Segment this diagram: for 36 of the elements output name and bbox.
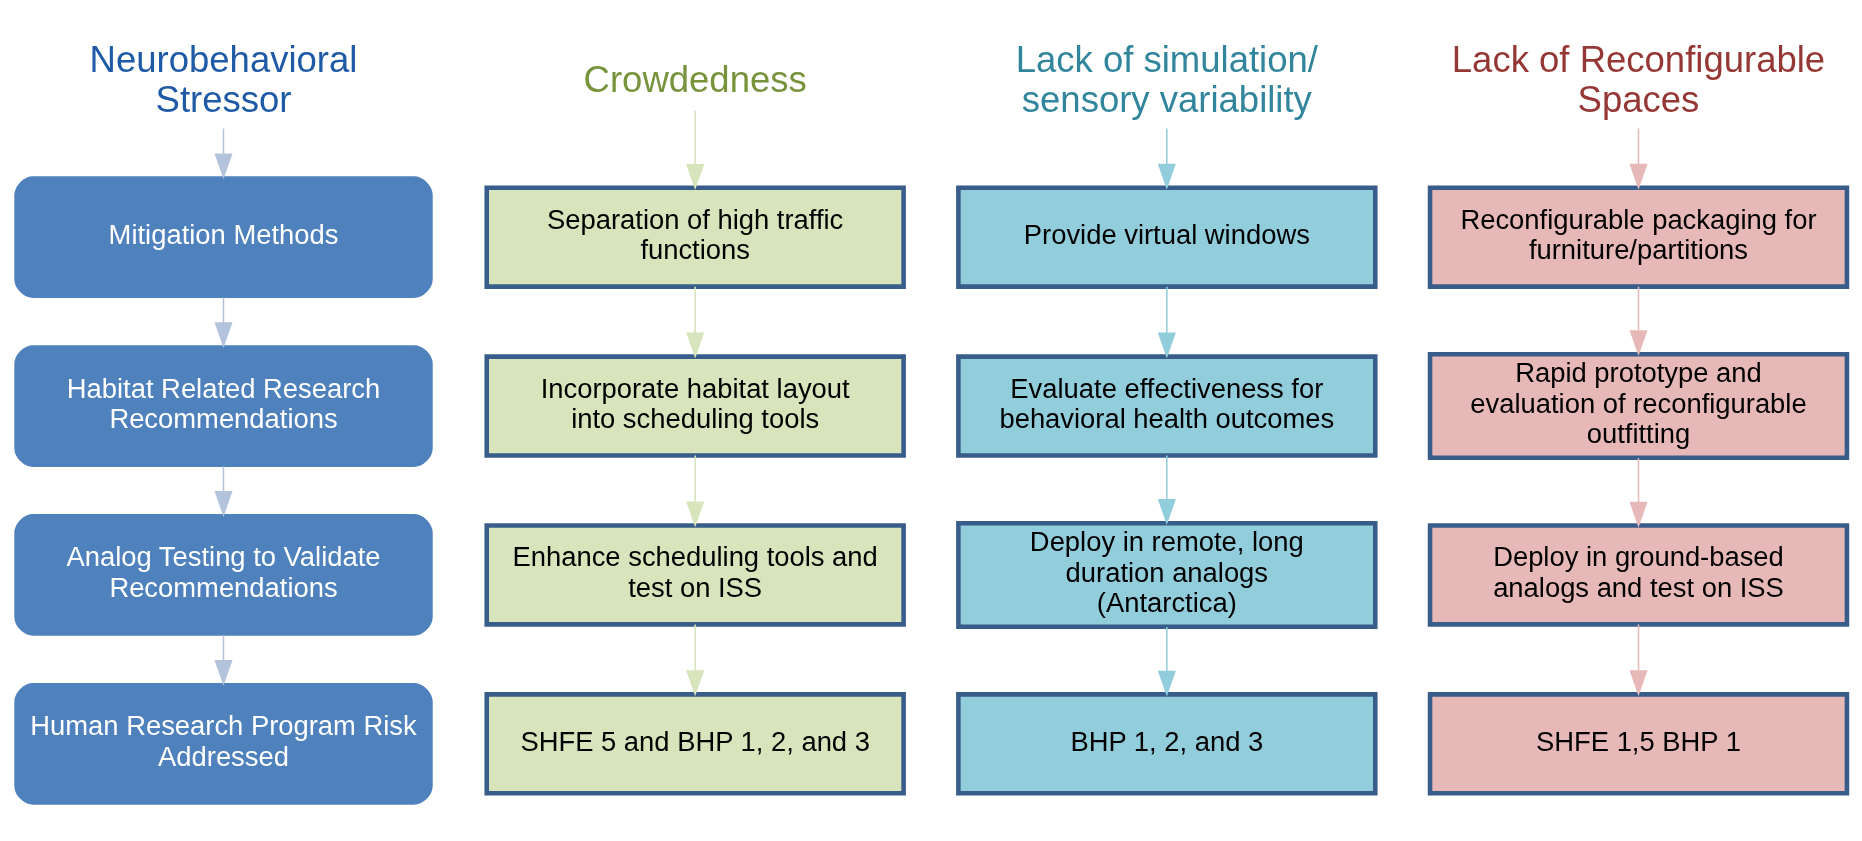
- node-box: Provide virtual windows: [956, 185, 1378, 289]
- arrow: [1157, 626, 1176, 697]
- arrow: [686, 285, 705, 359]
- node-box: SHFE 1,5 BHP 1: [1427, 692, 1850, 796]
- node-box: Evaluate effectiveness for behavioral health outcomes: [956, 354, 1378, 458]
- node-box: Rapid prototype and evaluation of reconfigurable outfitting: [1427, 352, 1850, 461]
- arrow: [214, 634, 233, 686]
- arrow: [686, 623, 705, 697]
- arrow: [1157, 127, 1176, 190]
- node-box: SHFE 5 and BHP 1, 2, and 3: [484, 692, 906, 796]
- arrow: [1629, 623, 1648, 697]
- node-text: Lack of simulation/ sensory variability: [1015, 39, 1318, 120]
- node-box: Separation of high traffic functions: [484, 185, 906, 289]
- arrow: [1629, 127, 1648, 190]
- node-text: Lack of Reconfigurable Spaces: [1451, 39, 1826, 120]
- node-box: Analog Testing to Validate Recommendations: [14, 514, 433, 636]
- node-box: Habitat Related Research Recommendations: [14, 345, 433, 467]
- arrow: [686, 454, 705, 528]
- arrow: [1629, 457, 1648, 528]
- node-box: Human Research Program Risk Addressed: [14, 682, 433, 805]
- node-box: Mitigation Methods: [14, 176, 433, 298]
- arrow: [214, 127, 233, 180]
- node-box: Reconfigurable packaging for furniture/partitions: [1427, 185, 1850, 289]
- arrow: [1157, 285, 1176, 359]
- node-box: Deploy in ground-based analogs and test on ISS: [1427, 523, 1850, 627]
- node-box: Deploy in remote, long duration analogs (Antarctica): [956, 520, 1378, 629]
- arrow: [214, 296, 233, 349]
- node-box: Incorporate habitat layout into scheduling tools: [484, 354, 906, 458]
- arrow: [214, 465, 233, 517]
- node-text: Crowdedness: [583, 59, 807, 101]
- arrow: [1629, 285, 1648, 357]
- arrow: [1157, 454, 1176, 525]
- node-box: BHP 1, 2, and 3: [956, 692, 1378, 796]
- node-box: Enhance scheduling tools and test on ISS: [484, 523, 906, 627]
- node-text: Neurobehavioral Stressor: [89, 39, 358, 120]
- arrow: [686, 109, 705, 190]
